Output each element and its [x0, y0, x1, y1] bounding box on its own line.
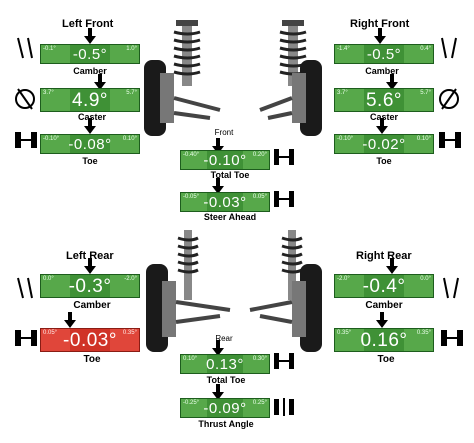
- left-front-camber-value: -0.5°: [72, 46, 108, 63]
- left-front-camber-label: Camber: [73, 66, 107, 76]
- caster-icon: [15, 88, 35, 110]
- pointer-arrow: [376, 312, 388, 328]
- right-rear-toe-gauge: 0.35° 0.35° 0.16°: [334, 328, 434, 352]
- toe-icon: [441, 330, 463, 346]
- right-rear-toe-label: Toe: [377, 354, 395, 365]
- front-caption: Front: [214, 128, 234, 137]
- camber-icon: [17, 37, 33, 59]
- left-front-camber-gauge: -0.1° 1.0° -0.5°: [40, 44, 140, 64]
- right-front-caster-value: 5.6°: [365, 90, 402, 111]
- pointer-arrow: [212, 340, 224, 356]
- pointer-arrow: [374, 28, 386, 44]
- rear-caption: Rear: [215, 334, 233, 343]
- left-front-toe-label: Toe: [82, 156, 98, 166]
- caster-icon: [439, 88, 459, 110]
- thrust-angle-label: Thrust Angle: [198, 419, 254, 429]
- right-rear-toe-value: 0.16°: [360, 330, 408, 351]
- total-toe-icon: [274, 353, 294, 369]
- toe-icon: [439, 132, 461, 148]
- right-front-caster-label: Caster: [369, 112, 398, 122]
- pointer-arrow: [84, 28, 96, 44]
- right-front-title: Right Front: [350, 18, 410, 30]
- camber-icon: [441, 37, 457, 59]
- left-rear-toe-gauge: 0.05° 0.35° -0.03°: [40, 328, 140, 352]
- front-total-toe-value: -0.10°: [203, 152, 247, 169]
- left-rear-title: Left Rear: [66, 250, 114, 262]
- pointer-arrow: [84, 118, 96, 134]
- rear-total-toe-gauge: 0.10° 0.30° 0.13°: [180, 354, 270, 374]
- left-rear-camber-label: Camber: [73, 300, 111, 311]
- pointer-arrow: [212, 178, 224, 194]
- thrust-angle-gauge: -0.25° 0.25° -0.09°: [180, 398, 270, 418]
- left-front-caster-label: Caster: [77, 112, 106, 122]
- front-suspension-illustration: [144, 20, 322, 136]
- steer-ahead-icon: [274, 191, 294, 207]
- thrust-angle-value: -0.09°: [203, 400, 247, 417]
- steer-ahead-gauge: -0.05° 0.05° -0.03°: [180, 192, 270, 212]
- left-front-title: Left Front: [62, 18, 114, 30]
- left-front-toe-value: -0.08°: [68, 136, 112, 153]
- left-front-caster-gauge: 3.7° 5.7° 4.9°: [40, 88, 140, 112]
- left-rear-toe-value: -0.03°: [63, 330, 117, 351]
- rear-total-toe-label: Total Toe: [206, 375, 246, 385]
- steer-ahead-value: -0.03°: [203, 194, 247, 211]
- total-toe-icon: [274, 149, 294, 165]
- toe-icon: [15, 330, 37, 346]
- left-front-toe-gauge: -0.10° 0.10° -0.08°: [40, 134, 140, 154]
- front-total-toe-gauge: -0.40° 0.20° -0.10°: [180, 150, 270, 170]
- right-front-camber-value: -0.5°: [366, 46, 402, 63]
- pointer-arrow: [84, 258, 96, 274]
- pointer-arrow: [386, 258, 398, 274]
- left-front-caster-value: 4.9°: [71, 90, 108, 111]
- right-front-camber-label: Camber: [365, 66, 399, 76]
- rear-suspension-illustration: [146, 230, 322, 352]
- right-front-toe-value: -0.02°: [362, 136, 406, 153]
- pointer-arrow: [376, 118, 388, 134]
- pointer-arrow: [94, 74, 106, 90]
- right-rear-camber-label: Camber: [365, 300, 403, 311]
- left-rear-toe-label: Toe: [83, 354, 101, 365]
- steer-ahead-label: Steer Ahead: [203, 212, 257, 222]
- right-front-camber-gauge: -1.4° 0.4° -0.5°: [334, 44, 434, 64]
- left-rear-camber-gauge: 0.0° -2.0° -0.3°: [40, 274, 140, 298]
- pointer-arrow: [212, 384, 224, 400]
- right-front-caster-gauge: 3.7° 5.7° 5.6°: [334, 88, 434, 112]
- rear-total-toe-value: 0.13°: [206, 356, 244, 373]
- right-front-toe-gauge: -0.10° 0.10° -0.02°: [334, 134, 434, 154]
- right-front-toe-label: Toe: [376, 156, 392, 166]
- thrust-angle-icon: [274, 398, 294, 416]
- front-total-toe-label: Total Toe: [210, 170, 250, 180]
- camber-icon: [443, 277, 459, 299]
- toe-icon: [15, 132, 37, 148]
- left-rear-camber-value: -0.3°: [68, 276, 112, 297]
- camber-icon: [17, 277, 33, 299]
- right-rear-camber-value: -0.4°: [362, 276, 406, 297]
- right-rear-camber-gauge: -2.0° 0.0° -0.4°: [334, 274, 434, 298]
- right-rear-title: Right Rear: [356, 250, 412, 262]
- pointer-arrow: [386, 74, 398, 90]
- pointer-arrow: [64, 312, 76, 328]
